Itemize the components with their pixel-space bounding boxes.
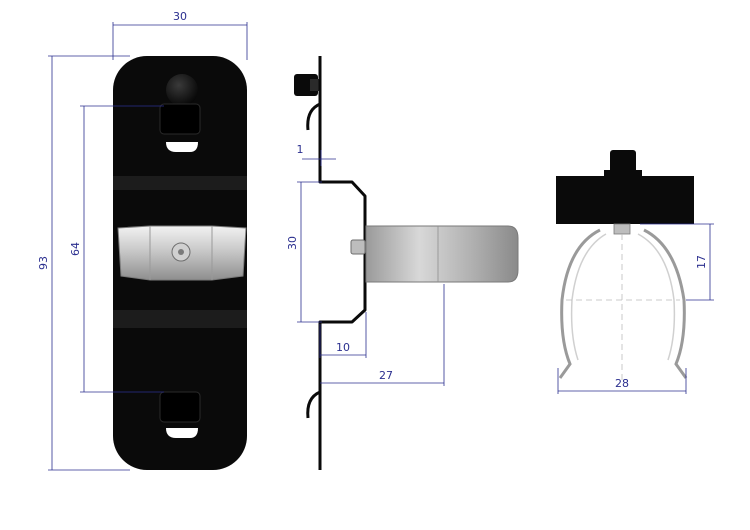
- dim-front-slot-spacing: 64: [69, 105, 164, 393]
- dim-side-offset-depth: 10: [319, 312, 367, 358]
- dim-end-width-label: 28: [615, 377, 629, 390]
- dim-front-height-label: 93: [37, 256, 50, 270]
- front-slot-top: [159, 103, 201, 152]
- dim-end-width: 28: [557, 368, 687, 394]
- front-plate-band-lower: [113, 310, 247, 328]
- end-stem: [613, 223, 631, 235]
- end-block: [556, 176, 694, 224]
- dim-end-height: 17: [640, 223, 714, 301]
- side-band: [365, 225, 519, 283]
- side-plate-profile: [318, 56, 367, 470]
- dim-side-offset-depth-label: 10: [336, 341, 350, 354]
- dim-side-offset-height: 30: [286, 181, 322, 323]
- front-clip: [117, 225, 247, 281]
- dim-front-height: 93: [37, 55, 130, 471]
- end-clamp-inner: [570, 233, 607, 361]
- side-hook-bottom: [306, 390, 321, 419]
- side-hook-top: [306, 102, 321, 131]
- dim-side-thickness: 1: [297, 143, 336, 166]
- front-knob: [166, 74, 198, 106]
- end-view: 17 28: [556, 150, 714, 394]
- dim-front-slot-spacing-label: 64: [69, 242, 82, 256]
- dim-end-height-label: 17: [695, 255, 708, 269]
- dim-side-total-depth: 27: [320, 284, 445, 386]
- dim-front-width-label: 30: [173, 10, 187, 23]
- side-screw: [350, 239, 366, 255]
- front-plate-band-upper: [113, 176, 247, 190]
- dim-front-width: 30: [112, 10, 248, 60]
- side-view: 1 30 10 27: [286, 56, 519, 470]
- dim-side-offset-height-label: 30: [286, 236, 299, 250]
- front-view: 30 93 64: [37, 10, 248, 471]
- dim-side-total-depth-label: 27: [379, 369, 393, 382]
- front-slot-bottom: [159, 391, 201, 438]
- end-clamp-outer: [558, 228, 601, 379]
- dim-side-thickness-label: 1: [297, 143, 304, 156]
